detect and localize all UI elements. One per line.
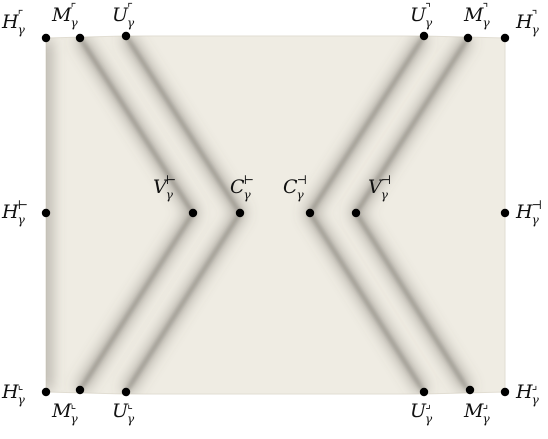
label-subscript: γ xyxy=(531,393,539,407)
point-U-tr-dot xyxy=(419,31,429,41)
label-superscript: ⌟ xyxy=(531,378,538,392)
point-H-tr-label: Hγ⌝ xyxy=(516,9,539,36)
label-base: M xyxy=(52,4,72,26)
label-superscript: ⌜ xyxy=(127,1,133,15)
label-base: H xyxy=(516,381,533,403)
label-base: M xyxy=(464,400,484,422)
label-subscript: γ xyxy=(165,188,173,202)
label-subscript: γ xyxy=(425,412,433,426)
label-subscript: γ xyxy=(425,16,433,30)
label-superscript: ⌜ xyxy=(70,1,77,15)
point-M-br-dot xyxy=(465,385,475,395)
label-subscript: γ xyxy=(243,188,251,202)
label-superscript: ⌜ xyxy=(17,8,24,22)
label-base: H xyxy=(2,11,19,33)
label-superscript: ⊢ xyxy=(165,173,177,187)
label-subscript: γ xyxy=(380,188,388,202)
label-subscript: γ xyxy=(127,16,135,30)
label-subscript: γ xyxy=(296,188,304,202)
label-subscript: γ xyxy=(482,16,490,30)
label-superscript: ⊣ xyxy=(296,173,308,187)
label-subscript: γ xyxy=(17,23,25,37)
point-M-tl-label: Mγ⌜ xyxy=(52,2,78,29)
point-H-tl-label: Hγ⌜ xyxy=(2,9,25,36)
label-superscript: ⌞ xyxy=(127,397,133,411)
point-U-br-label: Uγ⌟ xyxy=(410,398,432,425)
label-superscript: ⌝ xyxy=(531,8,538,22)
label-base: M xyxy=(464,4,484,26)
point-M-tr-dot xyxy=(463,33,473,43)
label-base: H xyxy=(2,201,19,223)
label-subscript: γ xyxy=(17,393,25,407)
point-H-bl-label: Hγ⌞ xyxy=(2,379,25,406)
label-superscript: ⊣ xyxy=(531,198,543,212)
label-superscript: ⌝ xyxy=(425,1,431,15)
label-subscript: γ xyxy=(482,412,490,426)
point-H-bl-dot xyxy=(41,387,51,397)
label-base: U xyxy=(112,400,129,422)
point-H-br-dot xyxy=(500,387,510,397)
point-V-l-label: Vγ⊢ xyxy=(153,174,176,201)
label-base: V xyxy=(368,176,382,198)
label-superscript: ⌟ xyxy=(425,397,431,411)
point-C-r-label: Cγ⊣ xyxy=(283,174,307,201)
point-U-tl-label: Uγ⌜ xyxy=(112,2,134,29)
point-M-br-label: Mγ⌟ xyxy=(464,398,490,425)
label-base: H xyxy=(516,11,533,33)
label-superscript: ⌟ xyxy=(482,397,489,411)
point-H-br-label: Hγ⌟ xyxy=(516,379,539,406)
point-H-tr-dot xyxy=(500,33,510,43)
point-U-tr-label: Uγ⌝ xyxy=(410,2,432,29)
point-M-tr-label: Mγ⌝ xyxy=(464,2,490,29)
point-V-r-dot xyxy=(351,208,361,218)
label-base: H xyxy=(2,381,19,403)
label-superscript: ⌝ xyxy=(482,1,489,15)
label-base: C xyxy=(230,176,245,198)
label-base: U xyxy=(112,4,129,26)
label-base: V xyxy=(153,176,167,198)
point-M-bl-label: Mγ⌞ xyxy=(52,398,78,425)
point-U-bl-dot xyxy=(121,387,131,397)
point-M-tl-dot xyxy=(75,33,85,43)
point-H-ml-dot xyxy=(41,208,51,218)
point-V-r-label: Vγ⊣ xyxy=(368,174,391,201)
point-C-l-label: Cγ⊢ xyxy=(230,174,254,201)
point-C-r-dot xyxy=(305,208,315,218)
label-subscript: γ xyxy=(531,213,539,227)
point-U-bl-label: Uγ⌞ xyxy=(112,398,134,425)
label-superscript: ⊢ xyxy=(17,198,29,212)
label-superscript: ⊣ xyxy=(380,173,392,187)
point-H-mr-dot xyxy=(500,208,510,218)
label-subscript: γ xyxy=(127,412,135,426)
label-base: C xyxy=(283,176,298,198)
label-base: U xyxy=(410,4,427,26)
label-subscript: γ xyxy=(70,16,78,30)
label-superscript: ⌞ xyxy=(70,397,77,411)
label-subscript: γ xyxy=(70,412,78,426)
label-subscript: γ xyxy=(17,213,25,227)
point-H-tl-dot xyxy=(41,33,51,43)
label-superscript: ⊢ xyxy=(243,173,255,187)
label-base: H xyxy=(516,201,533,223)
label-base: U xyxy=(410,400,427,422)
point-V-l-dot xyxy=(188,208,198,218)
point-C-l-dot xyxy=(235,208,245,218)
point-H-mr-label: Hγ⊣ xyxy=(516,199,542,226)
label-subscript: γ xyxy=(531,23,539,37)
point-U-br-dot xyxy=(419,387,429,397)
point-M-bl-dot xyxy=(75,385,85,395)
label-superscript: ⌞ xyxy=(17,378,24,392)
point-H-ml-label: Hγ⊢ xyxy=(2,199,28,226)
point-U-tl-dot xyxy=(121,31,131,41)
label-base: M xyxy=(52,400,72,422)
